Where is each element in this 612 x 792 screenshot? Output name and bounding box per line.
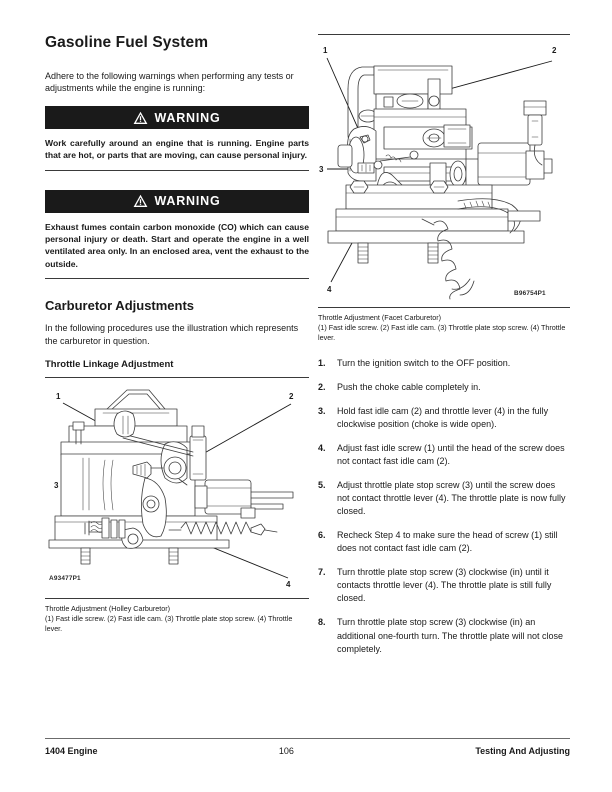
carburetor-intro-paragraph: In the following procedures use the illu… — [45, 323, 299, 347]
warning-divider — [45, 169, 309, 171]
step-number: 2. — [318, 381, 326, 392]
figure-bottom-rule — [45, 598, 309, 600]
list-item: 1. Turn the ignition switch to the OFF p… — [318, 357, 570, 370]
carburetor-body-drawing — [48, 389, 294, 565]
figure-caption-items: (1) Fast idle screw. (2) Fast idle cam. … — [45, 614, 293, 634]
step-text: Push the choke cable completely in. — [337, 381, 481, 392]
procedure-steps-list: 1. Turn the ignition switch to the OFF p… — [318, 357, 570, 656]
callout-3: 3 — [54, 481, 59, 490]
warning-block-2: WARNING Exhaust fumes contain carbon mon… — [45, 189, 309, 279]
left-column: Gasoline Fuel System Adhere to the follo… — [45, 34, 309, 634]
figure-bottom-rule — [318, 307, 570, 308]
figure-facet-carburetor: 1 2 3 4 — [318, 34, 570, 343]
step-text: Turn the ignition switch to the OFF posi… — [337, 357, 511, 368]
holley-carburetor-diagram: 1 2 3 4 — [48, 389, 294, 589]
step-number: 6. — [318, 530, 326, 541]
callout-1: 1 — [323, 46, 328, 55]
step-number: 8. — [318, 617, 326, 628]
step-text: Turn throttle plate stop screw (3) clock… — [337, 567, 552, 604]
figure-holley-carburetor: 1 2 3 4 — [45, 377, 309, 634]
page-number: 106 — [278, 746, 294, 756]
step-number: 3. — [318, 405, 326, 416]
callout-3: 3 — [319, 165, 324, 174]
figure-id: A93477P1 — [49, 575, 81, 582]
footer-row: 1404 Engine 106 Testing And Adjusting — [45, 746, 570, 756]
warning-label: WARNING — [154, 194, 221, 209]
step-text: Adjust fast idle screw (1) until the hea… — [337, 443, 565, 467]
throttle-linkage-heading: Throttle Linkage Adjustment — [45, 358, 174, 370]
right-column: 1 2 3 4 — [318, 34, 570, 667]
step-number: 4. — [318, 443, 326, 453]
intro-paragraph: Adhere to the following warnings when pe… — [45, 70, 294, 94]
facet-carburetor-diagram: 1 2 3 4 — [319, 46, 557, 300]
figure-caption: Throttle Adjustment (Facet Carburetor) (… — [318, 313, 570, 343]
footer-right-label: Testing And Adjusting — [475, 746, 570, 756]
callout-2: 2 — [552, 46, 557, 55]
list-item: 7. Turn throttle plate stop screw (3) cl… — [318, 566, 570, 605]
step-text: Adjust throttle plate stop screw (3) unt… — [337, 480, 566, 517]
step-number: 1. — [318, 357, 326, 368]
warning-body-text: Exhaust fumes contain carbon monoxide (C… — [45, 221, 309, 269]
list-item: 6. Recheck Step 4 to make sure the head … — [318, 529, 570, 555]
list-item: 5. Adjust throttle plate stop screw (3) … — [318, 479, 570, 518]
step-text: Turn throttle plate stop screw (3) clock… — [337, 617, 563, 654]
warning-banner: WARNING — [45, 189, 309, 213]
carburetor-body-drawing — [327, 65, 553, 300]
warning-label: WARNING — [154, 110, 221, 125]
figure-caption-items: (1) Fast idle screw. (2) Fast idle cam. … — [318, 322, 566, 342]
list-item: 2. Push the choke cable completely in. — [318, 381, 570, 394]
step-text: Recheck Step 4 to make sure the head of … — [337, 530, 558, 554]
callout-1: 1 — [56, 392, 61, 401]
list-item: 4. Adjust fast idle screw (1) until the … — [318, 442, 570, 468]
figure-caption-title: Throttle Adjustment (Facet Carburetor) — [318, 313, 442, 322]
figure-caption: Throttle Adjustment (Holley Carburetor) … — [45, 604, 309, 634]
callout-4: 4 — [286, 580, 291, 589]
step-text: Hold fast idle cam (2) and throttle leve… — [337, 405, 549, 429]
figure-top-rule — [318, 34, 570, 35]
step-number: 7. — [318, 567, 326, 578]
warning-divider — [45, 277, 309, 279]
callout-2: 2 — [289, 392, 294, 401]
warning-triangle-icon — [134, 194, 148, 208]
footer-left-label: 1404 Engine — [45, 746, 98, 756]
warning-body-text: Work carefully around an engine that is … — [45, 138, 309, 161]
list-item: 3. Hold fast idle cam (2) and throttle l… — [318, 405, 570, 431]
page-footer: 1404 Engine 106 Testing And Adjusting — [45, 738, 570, 756]
figure-id: B96754P1 — [514, 290, 546, 297]
footer-divider — [45, 738, 570, 739]
figure-caption-title: Throttle Adjustment (Holley Carburetor) — [45, 604, 171, 614]
carburetor-adjustments-heading: Carburetor Adjustments — [45, 297, 195, 313]
warning-banner: WARNING — [45, 106, 309, 130]
figure-top-rule — [45, 377, 309, 379]
warning-triangle-icon — [134, 111, 148, 124]
warning-block-1: WARNING Work carefully around an engine … — [45, 106, 309, 171]
page-title: Gasoline Fuel System — [45, 34, 209, 51]
list-item: 8. Turn throttle plate stop screw (3) cl… — [318, 616, 570, 655]
callout-4: 4 — [327, 285, 332, 294]
step-number: 5. — [318, 480, 326, 491]
